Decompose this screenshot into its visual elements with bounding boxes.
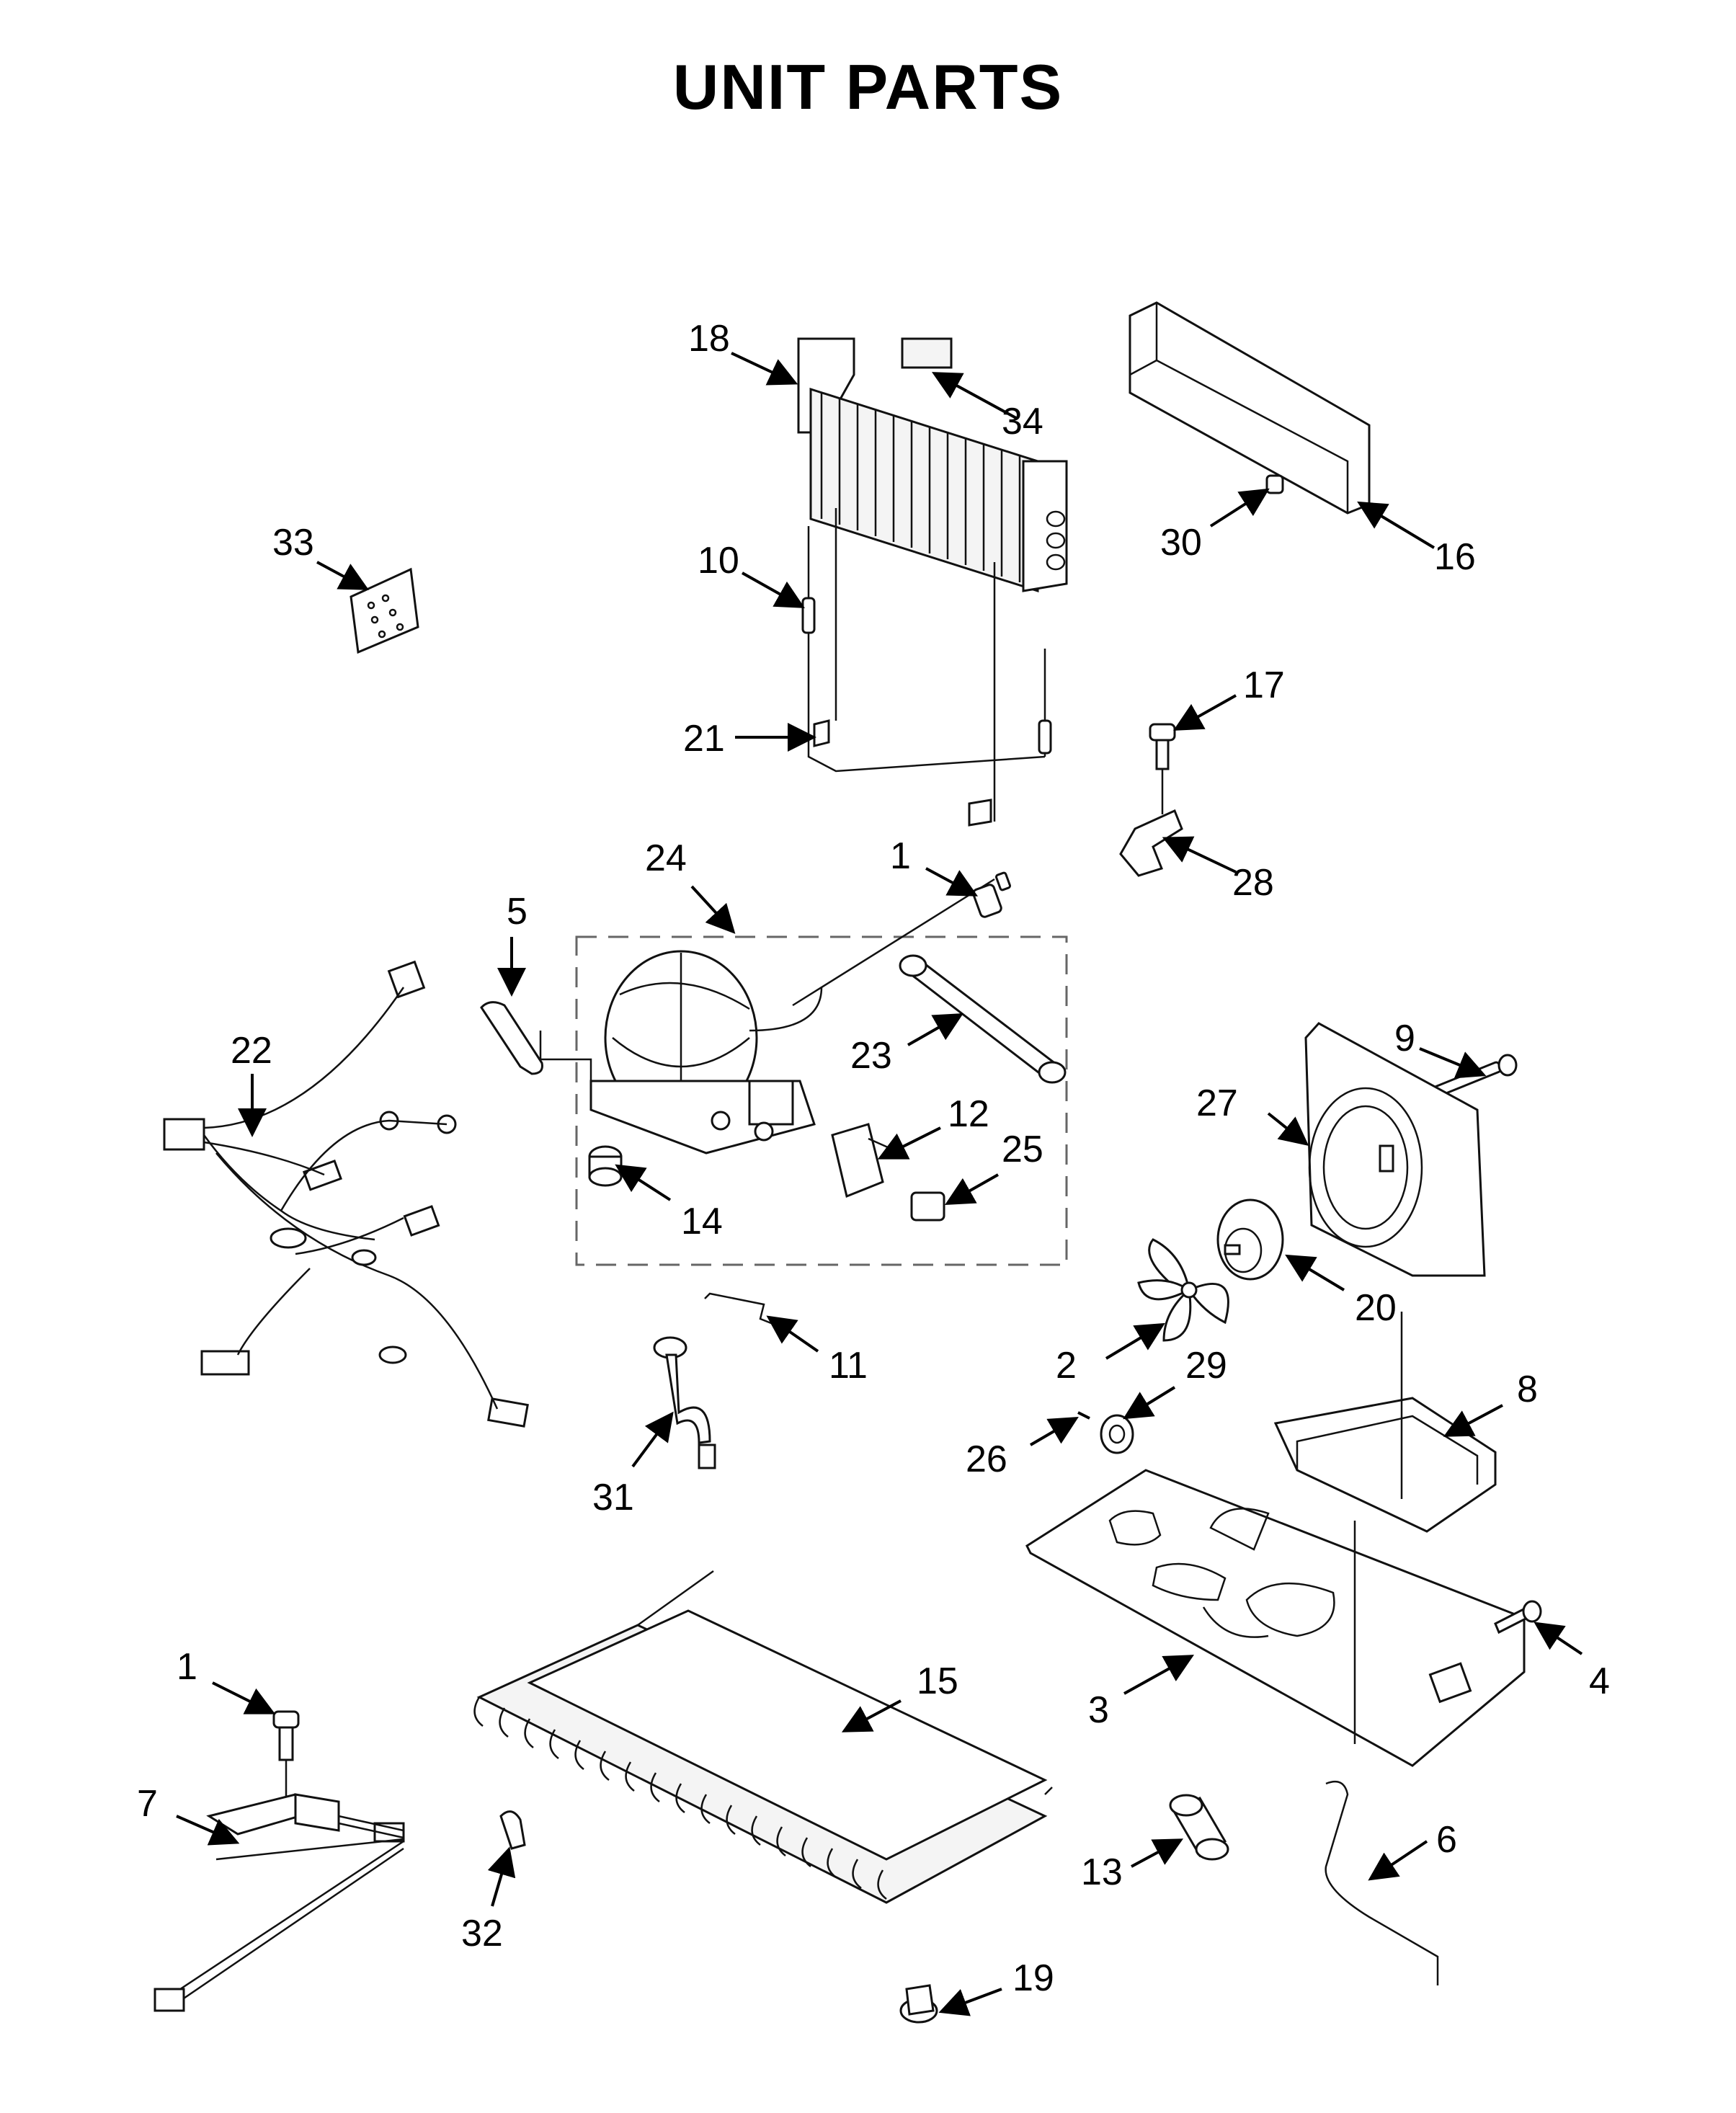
part-7-defrost-heater[interactable]: [153, 1793, 405, 2012]
callout-6: 6: [1436, 1819, 1457, 1861]
callout-23: 23: [850, 1035, 892, 1077]
callout-13: 13: [1081, 1851, 1123, 1893]
part-29-grommet[interactable]: [1100, 1414, 1134, 1454]
callout-leaders: [176, 352, 1583, 2016]
callout-9: 9: [1394, 1018, 1415, 1059]
callout-5: 5: [507, 891, 528, 933]
part-22-wiring-harness[interactable]: [163, 960, 529, 1428]
part-5-strap[interactable]: [480, 1001, 543, 1075]
callout-21: 21: [683, 718, 725, 760]
part-20-fan-motor[interactable]: [1216, 1198, 1284, 1281]
callout-labels: 18 34 30 16 33 10 21 17 28 24 1 5 22 23 …: [137, 318, 1610, 1999]
diagram-title: UNIT PARTS: [672, 51, 1064, 123]
part-8-fan-bracket[interactable]: [1273, 1312, 1497, 1533]
part-34-foam-strip[interactable]: [901, 337, 953, 369]
part-30-grommet[interactable]: [1265, 474, 1284, 494]
callout-14: 14: [681, 1201, 723, 1242]
part-6-tube[interactable]: [1325, 1780, 1439, 1985]
part-10-tube-sensor[interactable]: [801, 526, 1046, 773]
part-27-fan-shroud[interactable]: [1304, 1022, 1486, 1277]
part-16-duct-cover[interactable]: [1129, 301, 1371, 515]
part-14-grommet[interactable]: [588, 1145, 623, 1187]
callout-4: 4: [1589, 1660, 1610, 1702]
part-33-control-board[interactable]: [350, 567, 419, 654]
callout-16: 16: [1434, 536, 1476, 578]
callout-34: 34: [1002, 401, 1043, 442]
part-4-screw[interactable]: [1494, 1600, 1542, 1634]
callout-20: 20: [1355, 1287, 1397, 1329]
callout-32: 32: [461, 1913, 503, 1954]
callout-11: 11: [829, 1345, 868, 1387]
part-25-overload-cap[interactable]: [910, 1191, 945, 1222]
callout-12: 12: [948, 1093, 989, 1135]
part-32-clip[interactable]: [499, 1810, 526, 1850]
callout-22: 22: [231, 1030, 272, 1072]
callout-30: 30: [1160, 522, 1202, 564]
callout-15: 15: [917, 1660, 958, 1702]
part-1-screw-bottom[interactable]: [272, 1710, 300, 1802]
callout-1-bottom: 1: [177, 1646, 197, 1688]
callout-26: 26: [966, 1438, 1007, 1480]
callout-27: 27: [1196, 1082, 1238, 1124]
callout-8: 8: [1517, 1369, 1538, 1410]
callout-17: 17: [1243, 664, 1285, 706]
callout-7: 7: [137, 1783, 158, 1825]
part-12-start-relay[interactable]: [831, 1123, 902, 1198]
part-26-pin[interactable]: [1077, 1411, 1090, 1420]
callout-2: 2: [1056, 1345, 1077, 1387]
callout-33: 33: [272, 522, 314, 564]
callout-29: 29: [1185, 1345, 1227, 1387]
part-11-wire-clip[interactable]: [704, 1292, 779, 1327]
part-24-compressor-kit-box[interactable]: [575, 935, 1068, 1266]
callout-25: 25: [1002, 1129, 1043, 1170]
callout-10: 10: [698, 540, 739, 582]
callout-3: 3: [1088, 1689, 1109, 1731]
part-13-cylinder[interactable]: [1169, 1794, 1229, 1861]
callout-18: 18: [688, 318, 730, 360]
part-18-condenser[interactable]: [797, 337, 1068, 822]
part-31-harness[interactable]: [653, 1336, 716, 1469]
callout-24: 24: [645, 837, 687, 879]
part-15-evaporator[interactable]: [473, 1570, 1053, 1904]
callout-28: 28: [1232, 862, 1274, 904]
callout-31: 31: [592, 1477, 634, 1518]
part-1-mounting-bolt-top[interactable]: [972, 871, 1011, 918]
part-2-fan-blade[interactable]: [1137, 1238, 1229, 1342]
part-28-bracket[interactable]: [1119, 809, 1183, 877]
callout-19: 19: [1012, 1957, 1054, 1999]
part-23-drier[interactable]: [899, 954, 1067, 1084]
part-3-base-plate[interactable]: [1025, 1469, 1526, 1767]
part-24-compressor[interactable]: [589, 878, 995, 1155]
part-21-clip-assembly[interactable]: [813, 649, 1052, 827]
callout-1-top: 1: [890, 835, 911, 877]
part-17-screw[interactable]: [1149, 723, 1176, 814]
part-19-drain-trough[interactable]: [899, 1984, 938, 2024]
